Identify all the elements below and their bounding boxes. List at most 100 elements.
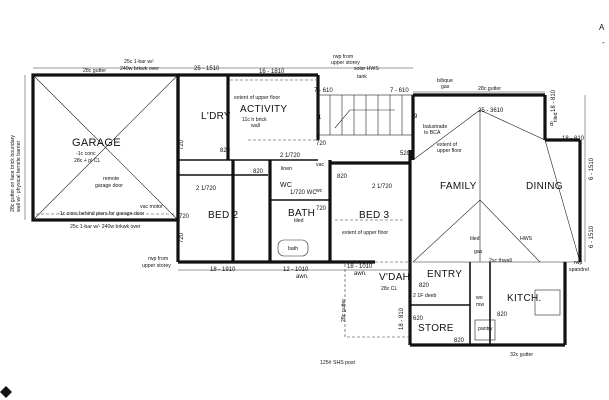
- note: upper storey: [142, 263, 171, 269]
- verandah-outline: [344, 261, 411, 338]
- note: wc: [316, 188, 323, 194]
- dimension-label: 7 - 610: [390, 88, 409, 94]
- note: rwp: [574, 260, 582, 266]
- note: HWS: [520, 236, 533, 242]
- note: wo: [476, 295, 483, 301]
- room-label-entry: ENTRY: [427, 269, 462, 280]
- note: extent of: [437, 142, 457, 148]
- room-label-kitchen: KITCH.: [507, 293, 542, 304]
- dimension-label: 2 1/720: [196, 186, 217, 192]
- note: bath: [288, 246, 298, 252]
- note: 125# SHS post: [320, 360, 355, 366]
- dimension-label: 18 - 810: [399, 307, 405, 330]
- dimension-label: 6 - 1510: [589, 157, 595, 180]
- cooktop: [534, 289, 561, 316]
- note: -: [602, 38, 605, 47]
- dimension-label: 720: [316, 141, 327, 147]
- note: 2sc thwall: [489, 258, 512, 264]
- note: -1c conc: [76, 151, 96, 157]
- bath-tub: [277, 239, 309, 257]
- note: solar HWS: [354, 66, 379, 72]
- dimension-label: 820: [337, 174, 348, 180]
- dimension-label: 18 - 810: [562, 136, 585, 142]
- note: linen: [281, 166, 292, 172]
- stair-arrow: [334, 109, 395, 129]
- room-label-bed3: BED 3: [359, 210, 390, 221]
- note: 32c gutter: [510, 352, 533, 358]
- dimension-label: 1/720 WC: [290, 190, 317, 196]
- dimension-label: 2 1/720: [280, 153, 301, 159]
- family-roof-lines: [412, 109, 581, 263]
- note: vac: [316, 162, 324, 168]
- stair-box: [317, 94, 414, 136]
- room-label-store: STORE: [418, 323, 454, 334]
- note: 240w brkwk over: [120, 66, 159, 72]
- dimension-label: 6 - 1510: [589, 225, 595, 248]
- note: 25c 1-bar w/- 240w brkwk over: [70, 224, 141, 230]
- note: balustrade: [423, 124, 447, 130]
- note: garage door: [95, 183, 123, 189]
- walls: [31, 73, 582, 347]
- dimension-label: 620: [413, 316, 424, 322]
- note: b/bque: [437, 78, 453, 84]
- annotations: -1c conc 28c + pl CL remote garage door …: [10, 23, 605, 366]
- note: tiled: [470, 236, 480, 242]
- dimension-label: 720: [179, 232, 185, 243]
- dimension-label: 820: [220, 148, 231, 154]
- dimension-label: 18 - 810: [551, 89, 557, 112]
- note: wall w/- physical termite barrier: [16, 141, 22, 212]
- note: 25c 1-bar w/-: [124, 59, 155, 65]
- note: gas: [474, 249, 483, 255]
- dimension-label: 820: [419, 283, 430, 289]
- room-label-activity: ACTIVITY: [240, 104, 287, 115]
- dimension-label: 7 - 610: [314, 88, 333, 94]
- note: extent of upper floor: [234, 95, 280, 101]
- dimension-label: 12 - 1010: [283, 267, 309, 273]
- note: wall: [251, 123, 260, 129]
- upper-floor-extent: [230, 79, 405, 221]
- room-label-garage: GARAGE: [72, 137, 121, 149]
- dimension-label: 720: [179, 139, 185, 150]
- note: mw: [476, 302, 484, 308]
- room-labels: GARAGE L'DRY ACTIVITY BED 2 BATH BED 3 F…: [72, 104, 563, 334]
- dimension-label: 820: [454, 338, 465, 344]
- note: rwp from: [148, 256, 168, 262]
- dimension-label: 1: [318, 115, 322, 121]
- dimension-label: 720: [316, 206, 327, 212]
- note: vac motor: [140, 204, 163, 210]
- dimensions: 25 - 1510 16 - 1810 7 - 610 7 - 610 25 -…: [179, 66, 595, 344]
- note: upper floor: [437, 148, 462, 154]
- dimension-label: 25 - 1510: [194, 66, 220, 72]
- note: to BCA: [424, 130, 441, 136]
- note: A: [599, 23, 605, 32]
- note: rwp from: [333, 54, 353, 60]
- stair-treads: [329, 95, 403, 135]
- dimension-label: 9: [414, 114, 418, 120]
- note: tank: [357, 74, 367, 80]
- note: tiled: [553, 112, 559, 122]
- note: spandrel: [569, 267, 589, 273]
- note: 28c gutter: [478, 86, 501, 92]
- dimension-label: 720: [179, 214, 190, 220]
- note: -1c conc behind piers for garage door: [58, 211, 144, 217]
- dimension-label: 520: [400, 151, 411, 157]
- garage-roof-line: [32, 74, 179, 221]
- room-label-bath: BATH: [288, 208, 315, 219]
- note: 28c gutter: [83, 68, 106, 74]
- note: gas: [441, 84, 450, 90]
- note: 28c gutter: [341, 299, 347, 322]
- room-label-laundry: L'DRY: [201, 111, 231, 122]
- dimension-lines: [24, 67, 586, 271]
- dimension-label: 18 - 1010: [347, 264, 373, 270]
- room-label-bed2: BED 2: [208, 210, 239, 221]
- dimension-label: 820: [253, 169, 264, 175]
- dimension-label: 16 - 1810: [259, 69, 285, 75]
- note: 28c + pl CL: [74, 158, 101, 164]
- room-label-wc: WC: [280, 182, 292, 189]
- pantry-box: [474, 319, 496, 341]
- note: 28c CL: [381, 286, 398, 292]
- note: upper storey: [331, 60, 360, 66]
- note: extent of upper floor: [342, 230, 388, 236]
- room-label-dining: DINING: [526, 181, 563, 192]
